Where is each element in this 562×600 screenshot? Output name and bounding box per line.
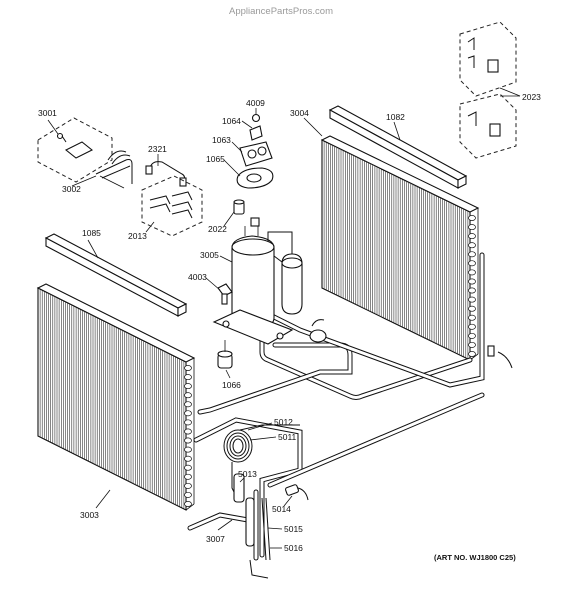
tubes-5015-5016 <box>245 489 271 561</box>
rail-1085 <box>44 233 188 317</box>
label-3003: 3003 <box>80 510 99 520</box>
label-3004: 3004 <box>290 108 309 118</box>
harness-2321 <box>145 161 187 187</box>
label-1085: 1085 <box>82 228 101 238</box>
label-4009: 4009 <box>246 98 265 108</box>
sensor-right <box>487 345 513 369</box>
coil-tube-bend <box>468 332 476 339</box>
coil-tube-bend <box>468 260 476 267</box>
coil-tube-bend <box>184 473 192 480</box>
art-number: (ART NO. WJ1800 C25) <box>434 553 516 562</box>
clip-1064 <box>249 125 263 141</box>
label-2022: 2022 <box>208 224 227 234</box>
terminal-cover-1063 <box>239 141 273 167</box>
coil-tube-bend <box>184 464 192 471</box>
coil-tube-bend <box>468 233 476 240</box>
part-labels: 3001 3002 2321 2013 4009 1064 1063 1065 … <box>38 92 541 553</box>
label-1066: 1066 <box>222 380 241 390</box>
coil-tube-bend <box>184 455 192 462</box>
label-2023: 2023 <box>522 92 541 102</box>
label-1064: 1064 <box>222 116 241 126</box>
label-1065: 1065 <box>206 154 225 164</box>
part-5014 <box>285 484 309 501</box>
label-5015: 5015 <box>284 524 303 534</box>
part-2022 <box>233 199 245 215</box>
group-2013 <box>141 175 203 237</box>
coil-tube-bend <box>468 269 476 276</box>
coil-tube-bend <box>468 251 476 258</box>
label-2321: 2321 <box>148 144 167 154</box>
coil-tube-bend <box>468 351 476 357</box>
coil-tube-bend <box>184 428 192 435</box>
coil-tube-bend <box>184 383 192 390</box>
coil-tube-bend <box>468 305 476 312</box>
coil-tube-bend <box>468 278 476 285</box>
label-1082: 1082 <box>386 112 405 122</box>
leader-lines <box>47 108 401 549</box>
rail-1082 <box>328 105 468 189</box>
label-1063: 1063 <box>212 135 231 145</box>
watermark: AppliancePartsPros.com <box>229 6 333 17</box>
coil-tube-bend <box>184 501 192 507</box>
label-5014: 5014 <box>272 504 291 514</box>
group-3001 <box>37 117 133 189</box>
coil-tube-bend <box>184 392 192 399</box>
coil-tube-bend <box>184 437 192 444</box>
label-3005: 3005 <box>200 250 219 260</box>
coil-tube-bend <box>184 491 192 498</box>
coil-tube-bend <box>184 374 192 381</box>
label-3002: 3002 <box>62 184 81 194</box>
label-3001: 3001 <box>38 108 57 118</box>
coil-tube-bend <box>184 419 192 426</box>
coil-3004 <box>320 135 480 361</box>
label-4003: 4003 <box>188 272 207 282</box>
coil-tube-bend <box>184 410 192 417</box>
coil-tube-bend <box>184 482 192 489</box>
label-5011: 5011 <box>278 432 297 442</box>
coil-tube-bend <box>468 242 476 249</box>
overload-part <box>309 319 327 343</box>
coil-3003 <box>36 283 196 511</box>
bolt-4003 <box>217 283 233 305</box>
nut-4009 <box>251 113 261 123</box>
coil-tube-bend <box>184 365 192 371</box>
grommet-1066 <box>217 340 233 369</box>
label-5016: 5016 <box>284 543 303 553</box>
coil-tube-bend <box>468 224 476 231</box>
coil-tube-bend <box>184 446 192 453</box>
label-3007: 3007 <box>206 534 225 544</box>
coil-tube-bend <box>468 314 476 321</box>
coil-tube-bend <box>468 296 476 303</box>
label-2013: 2013 <box>128 231 147 241</box>
coil-tube-bend <box>468 323 476 330</box>
capillary-coil <box>223 424 300 501</box>
coil-tube-bend <box>184 401 192 408</box>
label-5012: 5012 <box>274 417 293 427</box>
label-5013: 5013 <box>238 469 257 479</box>
compressor-3005 <box>212 217 303 345</box>
coil-tube-bend <box>468 287 476 294</box>
gasket-1065 <box>236 167 274 189</box>
group-2023 <box>459 21 521 159</box>
coil-tube-bend <box>468 215 476 221</box>
coil-tube-bend <box>468 341 476 348</box>
